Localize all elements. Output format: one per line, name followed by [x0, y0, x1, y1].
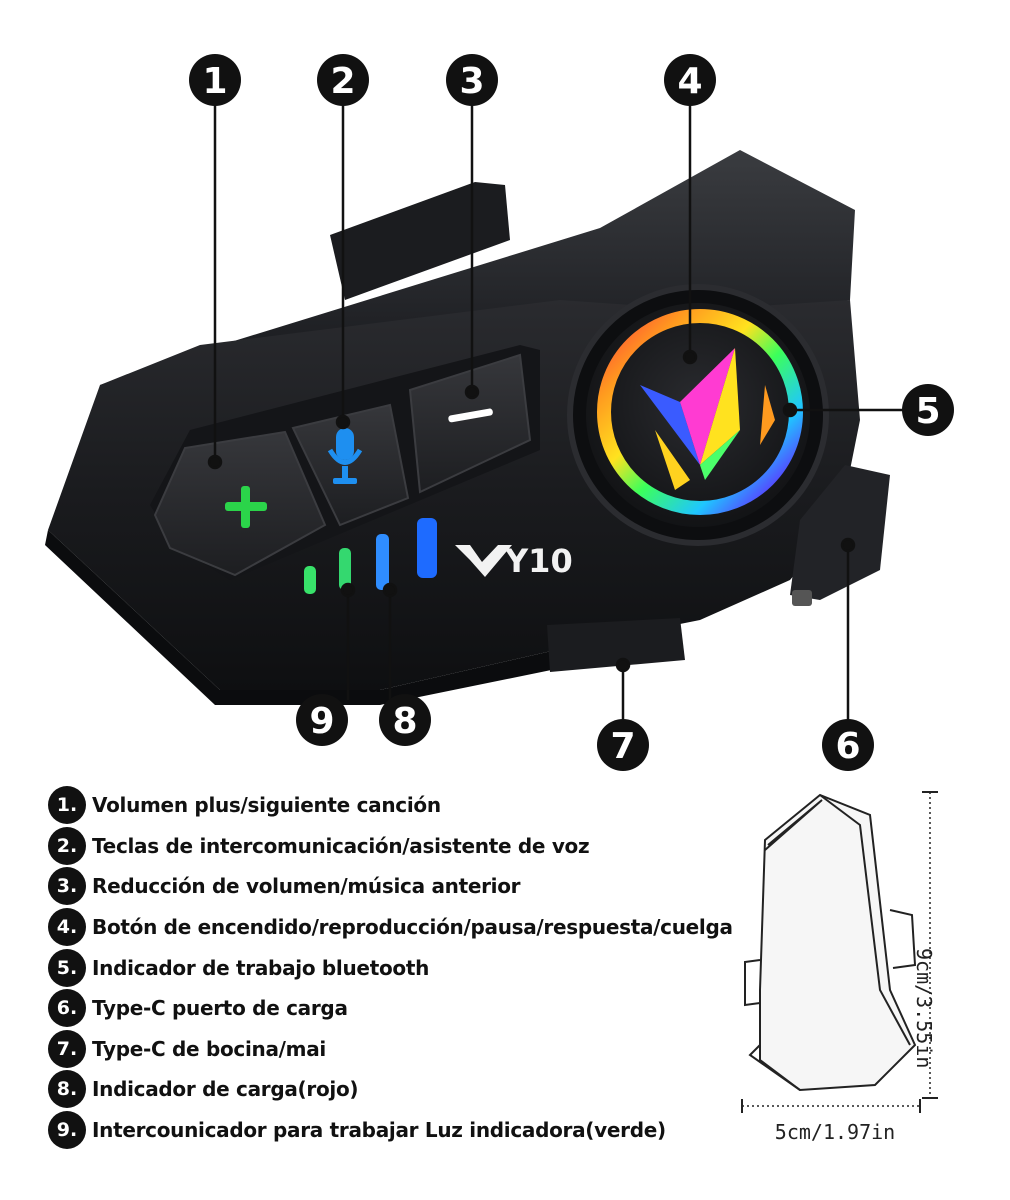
legend-number-badge: 7.: [48, 1029, 86, 1068]
svg-text:3: 3: [459, 61, 484, 102]
svg-text:8: 8: [392, 701, 417, 742]
callout-8: 8: [379, 694, 431, 746]
legend-item: 6.Type-C puerto de carga: [48, 988, 738, 1029]
plus-icon: [225, 486, 267, 528]
legend-text: Intercounicador para trabajar Luz indica…: [92, 1118, 666, 1143]
minus-button[interactable]: [408, 353, 532, 494]
disc-logo: [640, 348, 775, 490]
legend-item: 1.Volumen plus/siguiente canción: [48, 785, 738, 826]
mount-clip: [330, 182, 510, 300]
callout-7: 7: [597, 719, 649, 771]
legend-item: 7.Type-C de bocina/mai: [48, 1029, 738, 1070]
legend-number-badge: 8.: [48, 1070, 86, 1109]
callout-5: 5: [902, 384, 954, 436]
callout-4: 4: [664, 54, 716, 106]
legend-number-badge: 3.: [48, 867, 86, 906]
legend-text: Indicador de trabajo bluetooth: [92, 955, 430, 980]
type-c-charge-port: [790, 465, 890, 600]
legend-text: Indicador de carga(rojo): [92, 1077, 359, 1102]
callout-3: 3: [446, 54, 498, 106]
legend-item: 8.Indicador de carga(rojo): [48, 1069, 738, 1110]
svg-text:1: 1: [202, 61, 227, 102]
legend-text: Type-C puerto de carga: [92, 996, 348, 1021]
minus-icon: [448, 408, 493, 423]
intercom-button[interactable]: [291, 403, 410, 527]
height-dimension-label: 9cm/3.55in: [912, 948, 936, 1069]
legend-item: 3.Reducción de volumen/música anterior: [48, 866, 738, 907]
legend-number-badge: 1.: [48, 786, 86, 825]
device-illustration: Y10 1 2 3 4 5 6 7 8 9: [45, 54, 954, 771]
legend-item: 4.Botón de encendido/reproducción/pausa/…: [48, 907, 738, 948]
legend-number-badge: 5.: [48, 948, 86, 987]
microphone-icon: [327, 428, 363, 484]
legend-item: 9.Intercounicador para trabajar Luz indi…: [48, 1110, 738, 1151]
callout-1: 1: [189, 54, 241, 106]
legend-text: Teclas de intercomunicación/asistente de…: [92, 833, 590, 858]
legend-text: Type-C de bocina/mai: [92, 1036, 326, 1061]
device-outline: [744, 793, 917, 1092]
indicator-bars: [304, 518, 437, 594]
brand-logo: Y10: [455, 542, 573, 580]
legend-number-badge: 4.: [48, 908, 86, 947]
callout-leaders: [207, 100, 905, 722]
svg-text:Y10: Y10: [504, 542, 573, 580]
svg-text:4: 4: [677, 61, 702, 102]
legend-text: Reducción de volumen/música anterior: [92, 874, 521, 899]
svg-text:5: 5: [915, 391, 940, 432]
width-dimension-label: 5cm/1.97in: [774, 1120, 896, 1144]
dimension-lines: [742, 792, 931, 1107]
callout-2: 2: [317, 54, 369, 106]
svg-text:7: 7: [610, 726, 635, 767]
legend-item: 2.Teclas de intercomunicación/asistente …: [48, 826, 738, 867]
svg-text:9: 9: [309, 701, 334, 742]
legend-text: Botón de encendido/reproducción/pausa/re…: [92, 915, 733, 940]
legend-item: 5.Indicador de trabajo bluetooth: [48, 947, 738, 988]
legend-text: Volumen plus/siguiente canción: [92, 793, 441, 818]
callout-6: 6: [822, 719, 874, 771]
legend-number-badge: 6.: [48, 989, 86, 1028]
svg-text:2: 2: [330, 61, 355, 102]
type-c-speaker-port: [547, 618, 685, 672]
legend-number-badge: 9.: [48, 1111, 86, 1150]
callout-9: 9: [296, 694, 348, 746]
svg-text:6: 6: [835, 726, 860, 767]
legend-number-badge: 2.: [48, 826, 86, 865]
